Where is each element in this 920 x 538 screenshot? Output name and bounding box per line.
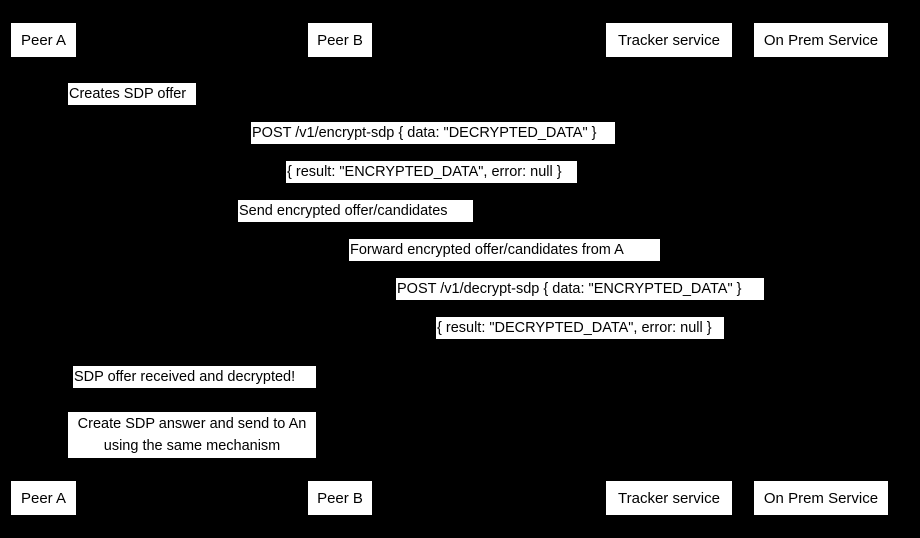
participant-label: Tracker service <box>618 31 720 49</box>
footer-participant-on-prem-service[interactable]: On Prem Service <box>753 480 889 516</box>
arrow-decrypt-sdp-result <box>340 340 821 341</box>
participant-label: Peer B <box>317 489 363 507</box>
arrow-forward-encrypted-offer <box>340 262 669 263</box>
message-label-creates-sdp-offer: Creates SDP offer <box>68 83 196 105</box>
footer-participant-peer-b[interactable]: Peer B <box>307 480 373 516</box>
lifeline-on-prem-service <box>821 58 822 480</box>
message-label-forward-encrypted-offer: Forward encrypted offer/candidates from … <box>349 239 660 261</box>
header-participant-peer-a[interactable]: Peer A <box>10 22 77 58</box>
participant-label: Peer A <box>20 31 67 49</box>
arrow-post-encrypt-sdp <box>43 145 821 146</box>
header-participant-peer-b[interactable]: Peer B <box>307 22 373 58</box>
header-participant-tracker-service[interactable]: Tracker service <box>605 22 733 58</box>
message-label-sdp-offer-received: SDP offer received and decrypted! <box>73 366 316 388</box>
message-label-create-sdp-answer: Create SDP answer and send to An using t… <box>68 412 316 458</box>
lifeline-peer-b <box>340 58 341 480</box>
participant-label: On Prem Service <box>763 31 879 49</box>
lifeline-tracker-service <box>669 58 670 480</box>
arrow-post-decrypt-sdp <box>340 301 821 302</box>
message-label-post-decrypt-sdp: POST /v1/decrypt-sdp { data: "ENCRYPTED_… <box>396 278 764 300</box>
arrow-encrypt-sdp-result <box>43 184 821 185</box>
message-label-post-encrypt-sdp: POST /v1/encrypt-sdp { data: "DECRYPTED_… <box>251 122 615 144</box>
header-participant-on-prem-service[interactable]: On Prem Service <box>753 22 889 58</box>
participant-label: Peer A <box>20 489 67 507</box>
message-label-send-encrypted-offer: Send encrypted offer/candidates <box>238 200 473 222</box>
arrow-send-encrypted-offer <box>43 223 669 224</box>
participant-label: On Prem Service <box>763 489 879 507</box>
footer-participant-peer-a[interactable]: Peer A <box>10 480 77 516</box>
participant-label: Tracker service <box>618 489 720 507</box>
message-label-encrypt-sdp-result: { result: "ENCRYPTED_DATA", error: null … <box>286 161 577 183</box>
message-label-decrypt-sdp-result: { result: "DECRYPTED_DATA", error: null … <box>436 317 724 339</box>
participant-label: Peer B <box>317 31 363 49</box>
lifeline-peer-a <box>43 58 44 480</box>
arrow-sdp-offer-received <box>43 389 340 390</box>
footer-participant-tracker-service[interactable]: Tracker service <box>605 480 733 516</box>
